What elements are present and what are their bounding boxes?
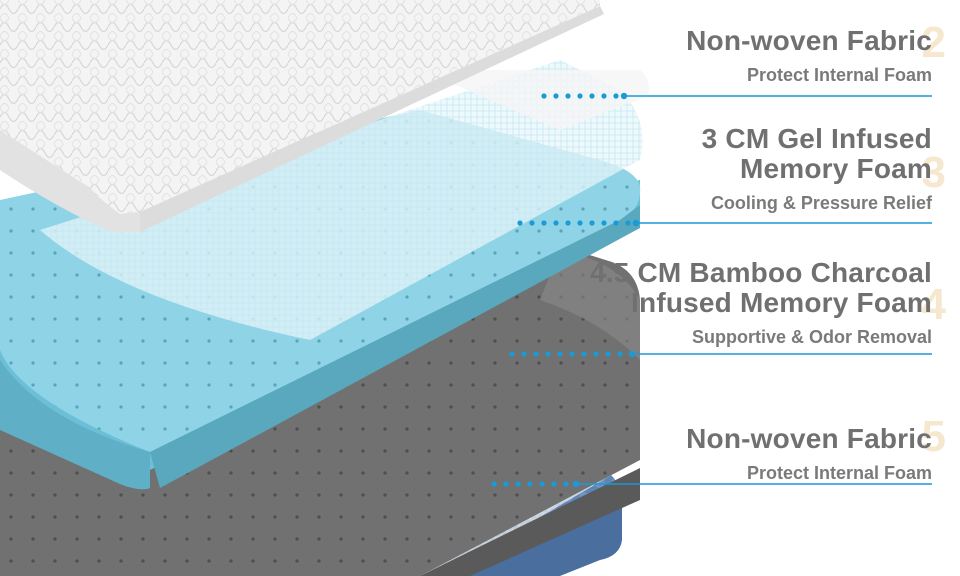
callout-subtitle: Supportive & Odor Removal xyxy=(691,327,932,347)
callout-bottom-fabric: Non-woven Fabric Protect Internal Foam xyxy=(686,424,932,484)
charcoal-foam-layer xyxy=(0,250,640,576)
leader-lines xyxy=(491,92,932,488)
leader-line-1 xyxy=(541,92,932,100)
callout-subtitle: Protect Internal Foam xyxy=(746,65,932,85)
callout-title-line-2: Infused Memory Foam xyxy=(631,287,932,318)
callout-title-line-1: 4.5 CM Bamboo Charcoal xyxy=(589,257,932,288)
callout-title: Non-woven Fabric xyxy=(686,25,932,56)
callout-title: Non-woven Fabric xyxy=(686,423,932,454)
callout-gel-foam: 3 CM Gel Infused Memory Foam Cooling & P… xyxy=(702,124,932,214)
layer-number-3: 3 xyxy=(921,148,946,197)
leader-line-2 xyxy=(517,219,932,227)
callout-subtitle: Cooling & Pressure Relief xyxy=(710,193,932,213)
callout-top-fabric: Non-woven Fabric Protect Internal Foam xyxy=(686,26,932,86)
callout-title-line-2: Memory Foam xyxy=(739,153,932,184)
callout-charcoal-foam: 4.5 CM Bamboo Charcoal Infused Memory Fo… xyxy=(590,258,932,348)
layer-number-5: 5 xyxy=(921,412,946,461)
callout-subtitle: Protect Internal Foam xyxy=(746,463,932,483)
callout-title-line-1: 3 CM Gel Infused xyxy=(701,123,932,154)
layer-number-2: 2 xyxy=(921,18,946,67)
leader-line-3 xyxy=(509,350,932,358)
top-cover-layer xyxy=(0,0,604,232)
layer-number-4: 4 xyxy=(921,280,946,329)
top-mesh-fabric-layer xyxy=(40,60,649,340)
leader-line-4 xyxy=(491,480,932,488)
